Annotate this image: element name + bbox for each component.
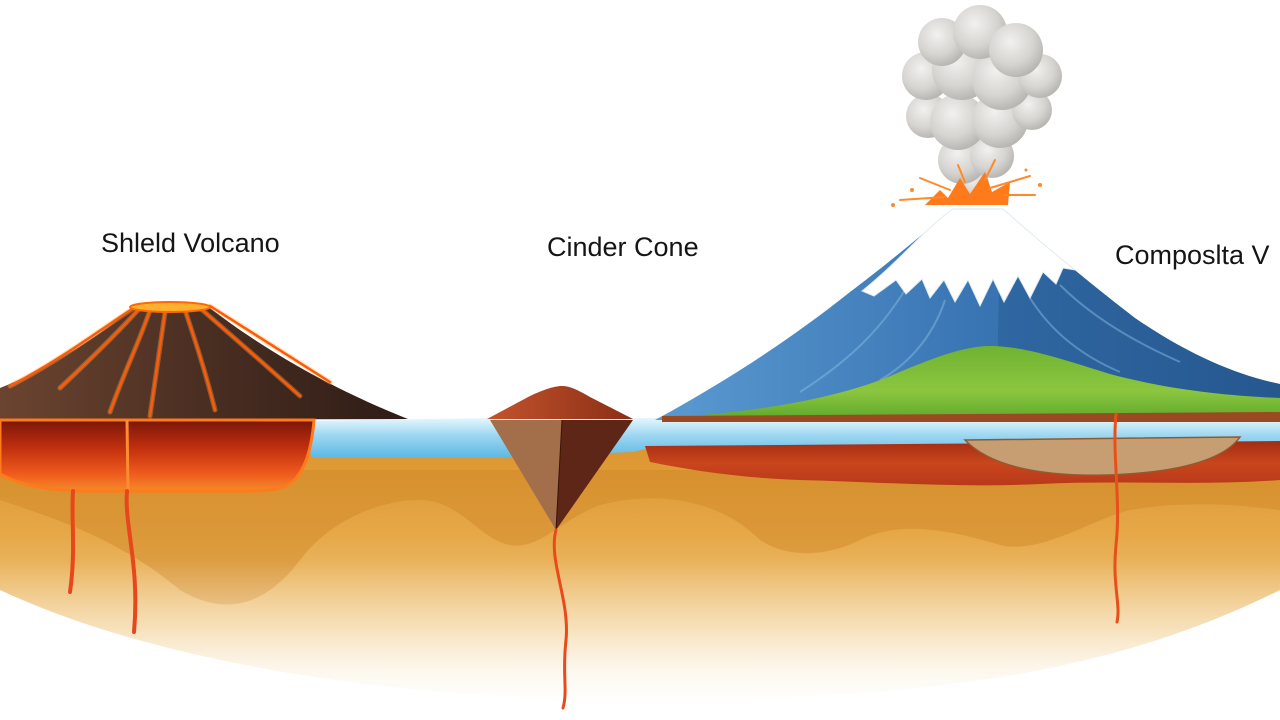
soil-rim	[662, 412, 1280, 422]
composite-magma-crack	[1113, 412, 1120, 624]
cinder-cone	[487, 386, 633, 710]
lava-spatter	[899, 159, 1036, 201]
cinder-cone-label: Cinder Cone	[547, 232, 699, 262]
composite-volcano-label: Composlta V	[1115, 240, 1270, 270]
lava-burst	[925, 172, 1010, 205]
shield-volcano-slope	[0, 303, 408, 420]
shield-volcano	[0, 301, 408, 634]
eruption	[891, 5, 1062, 207]
magma-conduit-center	[124, 489, 138, 634]
cinder-cone-peak	[487, 386, 633, 419]
lava-droplets	[891, 168, 1042, 207]
composite-underground	[645, 436, 1280, 486]
magma-vent	[125, 419, 130, 492]
ground-layers	[0, 440, 1280, 720]
snow-cap	[861, 208, 1077, 308]
cinder-cone-root-right	[556, 420, 633, 530]
shield-volcano-label: Shleld Volcano	[101, 228, 280, 258]
lava-flows	[7, 303, 333, 419]
shield-volcano-crater	[129, 301, 211, 313]
magma-chamber	[0, 418, 316, 493]
composite-volcano	[655, 208, 1280, 422]
magma-conduit-left	[68, 489, 76, 594]
cinder-cone-root-left	[490, 420, 562, 530]
ground-darker-band	[0, 470, 1280, 605]
composite-sediment-lens	[963, 436, 1242, 476]
green-hill	[662, 346, 1280, 420]
ash-cloud	[902, 5, 1062, 198]
cinder-cone-magma-crack	[552, 528, 568, 710]
cinder-cone-root-seam	[555, 419, 563, 531]
ground-bottom-fade	[0, 560, 1280, 720]
composite-volcano-ridges	[799, 284, 1181, 393]
composite-volcano-slope	[655, 210, 1280, 420]
